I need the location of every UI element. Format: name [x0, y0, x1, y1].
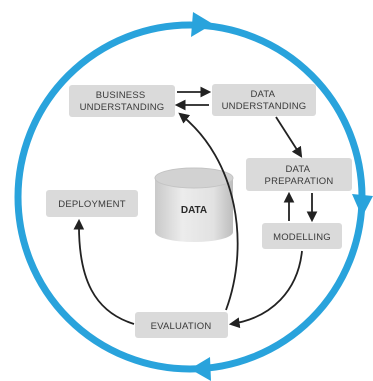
arrow-data-understanding-to-preparation	[275, 116, 303, 158]
business-understanding-line-2: UNDERSTANDING	[80, 102, 165, 113]
node-evaluation: EVALUATION	[135, 312, 228, 338]
svg-text:BUSINESS UNDERSTANDING: BUSINESS UNDERSTANDING	[80, 90, 165, 113]
business-understanding-line-1: BUSINESS	[96, 90, 146, 101]
cycle-arrowhead-top-icon	[191, 12, 213, 37]
data-preparation-line-1: DATA	[285, 164, 310, 175]
flow-arrows	[73, 86, 318, 329]
data-preparation-line-2: PREPARATION	[265, 176, 334, 187]
svg-text:EVALUATION: EVALUATION	[151, 321, 212, 332]
evaluation-line-1: EVALUATION	[151, 321, 212, 332]
node-data-preparation: DATA PREPARATION	[246, 158, 352, 191]
data-cylinder-icon: DATA	[154, 167, 234, 242]
arrow-evaluation-to-business-understanding	[178, 112, 239, 311]
data-understanding-line-1: DATA	[250, 89, 275, 100]
node-business-understanding: BUSINESS UNDERSTANDING	[69, 85, 175, 117]
cycle-arrowhead-bottom-icon	[190, 357, 211, 381]
data-label: DATA	[181, 205, 207, 216]
node-modelling: MODELLING	[262, 223, 342, 249]
arrow-evaluation-to-deployment	[73, 218, 135, 325]
svg-text:DEPLOYMENT: DEPLOYMENT	[58, 199, 125, 210]
data-understanding-line-2: UNDERSTANDING	[222, 101, 307, 112]
svg-text:MODELLING: MODELLING	[273, 232, 331, 243]
arrow-modelling-to-evaluation	[228, 250, 303, 329]
cycle-arrowhead-right-icon	[352, 194, 373, 217]
deployment-line-1: DEPLOYMENT	[58, 199, 125, 210]
svg-text:DATA PREPARATION: DATA PREPARATION	[265, 164, 334, 187]
modelling-line-1: MODELLING	[273, 232, 331, 243]
node-data-understanding: DATA UNDERSTANDING	[212, 84, 316, 116]
node-deployment: DEPLOYMENT	[46, 190, 138, 217]
svg-text:DATA UNDERSTANDING: DATA UNDERSTANDING	[222, 89, 307, 112]
